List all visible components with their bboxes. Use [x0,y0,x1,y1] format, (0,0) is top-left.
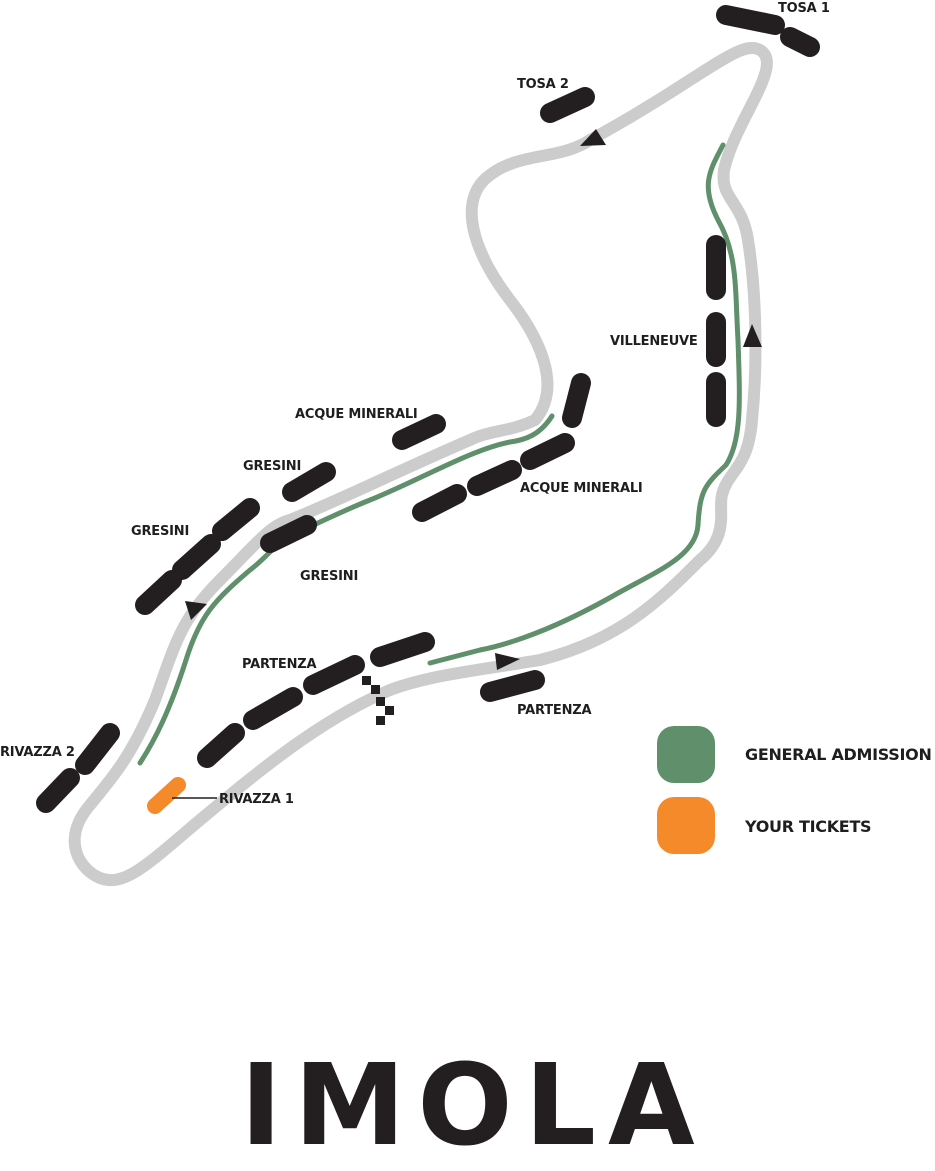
grandstand-partenza[interactable] [243,687,303,730]
grandstand-gresini[interactable] [172,534,221,580]
grandstand-acque-minerali[interactable] [562,373,591,428]
grandstand-partenza[interactable] [480,670,545,702]
grandstand-tosa1[interactable] [716,5,785,35]
grandstand-gresini[interactable] [135,570,182,615]
grandstand-rivazza2[interactable] [36,768,80,813]
label-gresini-left: GRESINI [131,524,189,539]
grandstand-gresini[interactable] [212,498,260,541]
direction-arrow-icon [495,653,520,670]
label-acque-minerali-outer: ACQUE MINERALI [295,407,418,422]
legend-swatch-general-admission [657,726,715,783]
label-gresini-inner: GRESINI [300,569,358,584]
grandstand-partenza[interactable] [197,723,245,768]
label-tosa2: TOSA 2 [517,77,569,92]
page-title: IMOLA [240,1041,707,1171]
grandstand-acque-minerali[interactable] [412,484,467,522]
grandstand-partenza[interactable] [370,632,435,667]
legend-swatch-your-tickets [657,797,715,854]
label-gresini-top: GRESINI [243,459,301,474]
legend: GENERAL ADMISSION YOUR TICKETS [657,726,932,854]
direction-arrow-icon [580,129,606,146]
grandstand-partenza[interactable] [303,655,365,695]
grandstands [36,5,820,813]
your-tickets-rivazza1[interactable] [147,777,186,814]
label-partenza-bottom: PARTENZA [517,703,591,718]
label-tosa1: TOSA 1 [778,1,830,16]
grandstand-tosa1[interactable] [780,27,820,57]
legend-label-general-admission: GENERAL ADMISSION [745,745,932,764]
general-admission-zone [427,142,742,666]
start-finish-line [362,676,394,725]
grandstand-acque-minerali[interactable] [520,433,575,470]
legend-label-your-tickets: YOUR TICKETS [744,817,871,836]
track [68,42,773,887]
grandstand-acque-minerali[interactable] [392,414,446,450]
grandstand-acque-minerali[interactable] [467,460,522,496]
grandstand-rivazza2[interactable] [75,723,120,775]
label-acque-minerali-inner: ACQUE MINERALI [520,481,643,496]
label-rivazza1: RIVAZZA 1 [219,792,294,807]
direction-arrows [185,129,762,670]
label-rivazza2: RIVAZZA 2 [0,745,75,760]
label-villeneuve: VILLENEUVE [610,334,698,349]
grandstand-tosa2[interactable] [540,87,595,123]
direction-arrow-icon [743,324,762,347]
direction-arrow-icon [185,601,207,620]
grandstand-gresini[interactable] [282,462,336,502]
grandstand-gresini[interactable] [260,515,317,553]
label-partenza-top: PARTENZA [242,657,316,672]
